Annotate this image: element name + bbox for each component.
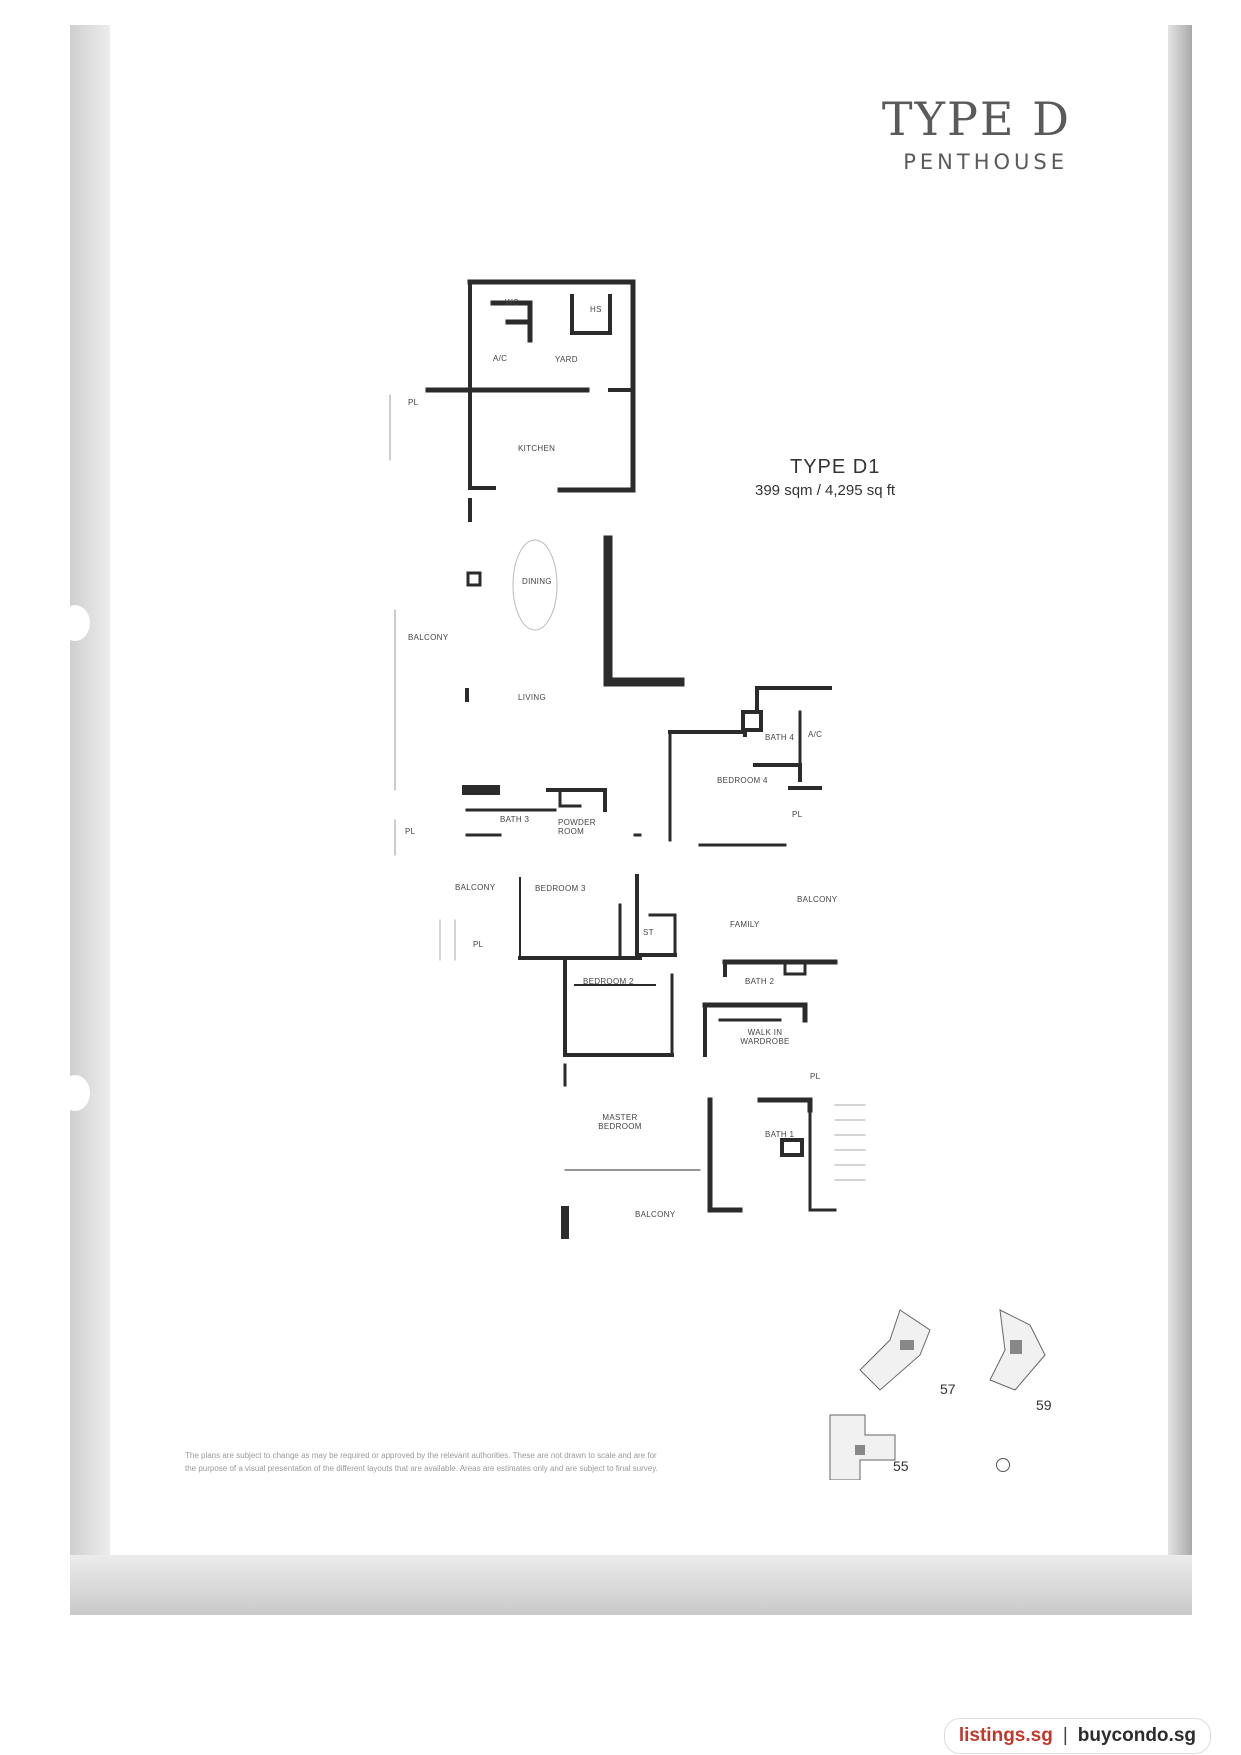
room-label-wc: WC — [505, 298, 519, 307]
key-plan — [829, 1309, 1046, 1480]
room-label-hs: HS — [590, 305, 602, 314]
room-label-bath3: BATH 3 — [500, 815, 530, 824]
scan-edge-left — [70, 25, 110, 1615]
unit-type-name: TYPE D1 — [790, 456, 881, 478]
scan-edge-right — [1168, 25, 1192, 1615]
room-label-ac-top: A/C — [493, 354, 508, 363]
room-label-walk-in-wardrobe: WALK IN WARDROBE — [740, 1028, 790, 1046]
scan-edge-bottom — [70, 1555, 1192, 1615]
room-label-balcony-family: BALCONY — [797, 895, 838, 904]
room-label-dining: DINING — [522, 577, 552, 586]
room-label-balcony-left: BALCONY — [408, 633, 449, 642]
disclaimer-line-1: The plans are subject to change as may b… — [185, 1451, 657, 1460]
page-title: TYPE D — [881, 92, 1071, 146]
room-label-balcony-master: BALCONY — [635, 1210, 676, 1219]
footer-link-listings[interactable]: listings.sg — [958, 1725, 1053, 1746]
keyplan-block-59: 59 — [1036, 1397, 1052, 1413]
room-label-pl-left: PL — [405, 827, 416, 836]
room-label-pl-bed3: PL — [473, 940, 484, 949]
room-label-bedroom2: BEDROOM 2 — [583, 977, 634, 986]
room-label-pl-wardrobe: PL — [810, 1072, 821, 1081]
room-label-pl-top: PL — [408, 398, 419, 407]
room-label-living: LIVING — [518, 693, 547, 702]
room-label-kitchen: KITCHEN — [518, 444, 556, 453]
unit-area: 399 sqm / 4,295 sq ft — [755, 482, 896, 499]
room-label-bath4: BATH 4 — [765, 733, 795, 742]
footer-separator: | — [1062, 1725, 1068, 1746]
room-label-yard: YARD — [555, 355, 578, 364]
punch-hole-top — [60, 605, 90, 641]
footer-brand: listings.sg | buycondo.sg — [943, 1718, 1211, 1754]
footer-link-buycondo[interactable]: buycondo.sg — [1077, 1725, 1196, 1746]
room-label-family: FAMILY — [730, 920, 760, 929]
room-label-powder-room: POWDER ROOM — [558, 818, 596, 836]
room-label-bedroom3: BEDROOM 3 — [535, 884, 586, 893]
room-label-bedroom4: BEDROOM 4 — [717, 776, 768, 785]
room-label-bath1: BATH 1 — [765, 1130, 795, 1139]
keyplan-block-55: 55 — [893, 1458, 909, 1474]
room-label-master-bedroom: MASTER BEDROOM — [598, 1113, 642, 1131]
room-label-st: ST — [643, 928, 654, 937]
page-subtitle: PENTHOUSE — [903, 150, 1068, 174]
room-label-balcony-bed3: BALCONY — [455, 883, 496, 892]
room-label-ac-right: A/C — [808, 730, 823, 739]
north-arrow-icon — [996, 1458, 1010, 1472]
keyplan-block-57: 57 — [940, 1381, 956, 1397]
room-label-bath2: BATH 2 — [745, 977, 775, 986]
room-label-pl-bed4: PL — [792, 810, 803, 819]
disclaimer-line-2: the purpose of a visual presentation of … — [185, 1464, 658, 1473]
punch-hole-bottom — [60, 1075, 90, 1111]
